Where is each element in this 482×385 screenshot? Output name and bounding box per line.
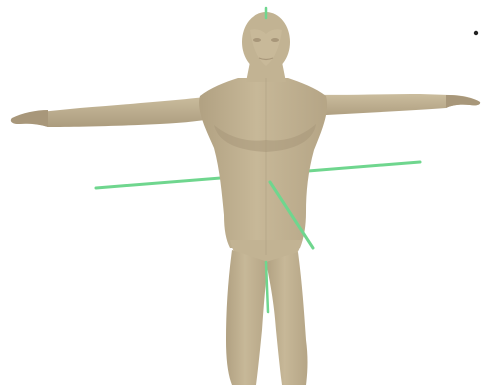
left-eye [271,38,279,42]
right-eye [253,38,261,42]
right-hand [11,110,48,127]
right-leg [226,250,268,385]
left-hand [446,95,480,108]
human-figure [11,12,480,385]
left-leg [266,252,308,385]
bullet-dot [474,31,478,35]
torso [199,78,327,248]
